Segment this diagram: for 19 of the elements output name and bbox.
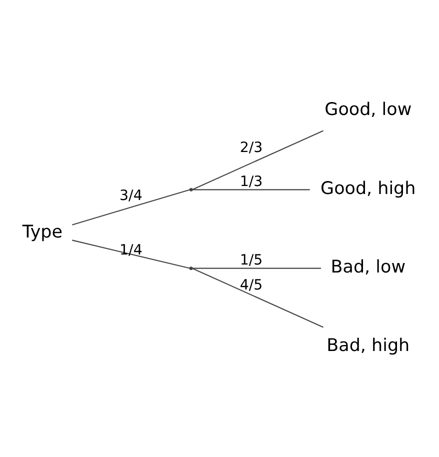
connector [192,267,324,328]
connector [72,239,190,268]
connector [192,188,310,190]
edge-label: 1/5 [240,252,263,268]
edge-label: 4/5 [240,277,263,294]
connector [72,188,190,225]
edge-label: 2/3 [240,139,263,156]
node-text: Bad, high [326,336,410,356]
edge-label: 1/3 [240,173,263,190]
connector [192,267,321,268]
connector [192,130,324,190]
node-text: Type [22,222,63,242]
node-text: Good, high [320,178,416,198]
edge-label: 3/4 [120,187,142,204]
edge-label: 1/4 [120,242,142,258]
node-point [189,266,193,270]
node-text: Bad, low [330,256,406,277]
node-point [189,187,193,191]
node-text: Good, low [324,100,412,120]
